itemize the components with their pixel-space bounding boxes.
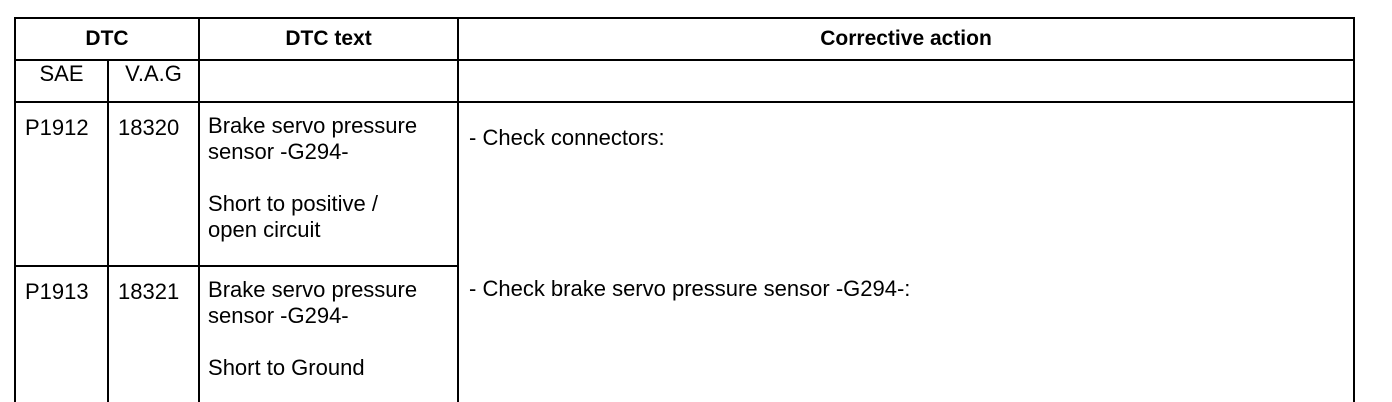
subheader-corrective-action [457, 59, 1356, 103]
header-dtc: DTC [13, 17, 201, 61]
table-row: P1912 18320 Brake servo pressure sensor … [14, 101, 1356, 402]
dtc-table: DTC DTC text Corrective action SAE V.A.G… [13, 17, 1356, 402]
header-row: DTC DTC text Corrective action [13, 17, 1356, 61]
vag-code: 18320 [106, 101, 201, 267]
subheader-dtc-text [198, 59, 460, 103]
dtc-text-line: Brake servo pressure [208, 277, 418, 302]
dtc-text-line: Brake servo pressure [208, 113, 418, 138]
vag-code: 18321 [106, 265, 201, 402]
sae-code: P1912 [14, 101, 109, 267]
dtc-text-line: sensor -G294- [208, 139, 349, 164]
dtc-text-cell: Brake servo pressure sensor -G294- Short… [198, 265, 460, 402]
dtc-text-line: Short to Ground [208, 355, 365, 380]
dtc-text-line: sensor -G294- [208, 303, 349, 328]
dtc-text-cell: Brake servo pressure sensor -G294- Short… [198, 101, 460, 267]
dtc-text-line: Short to positive / [208, 191, 378, 216]
table-row: P1913 18321 Brake servo pressure sensor … [14, 265, 1354, 402]
subheader-sae: SAE [14, 59, 109, 103]
sae-code: P1913 [14, 265, 109, 402]
subheader-row: SAE V.A.G [14, 59, 1356, 103]
header-corrective-action: Corrective action [457, 17, 1356, 61]
header-dtc-text: DTC text [198, 17, 460, 61]
subheader-vag: V.A.G [106, 59, 201, 103]
corrective-action-item: - Check connectors: [469, 125, 665, 150]
corrective-action-item: - Check brake servo pressure sensor -G29… [469, 276, 911, 301]
dtc-text-line: open circuit [208, 217, 321, 242]
corrective-action-cell: - Check connectors: - Check brake servo … [457, 101, 1356, 402]
